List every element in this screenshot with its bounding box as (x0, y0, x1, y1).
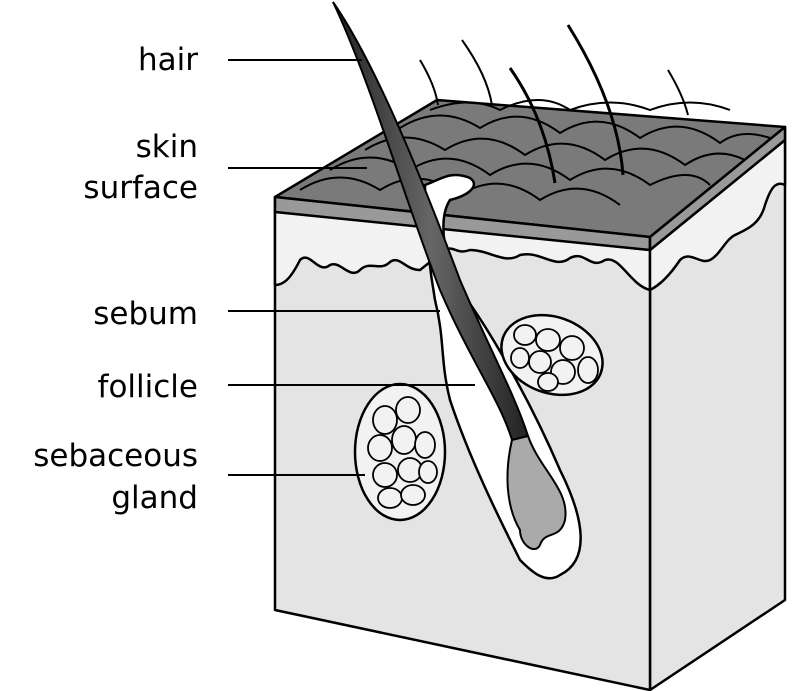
label-gland: gland (111, 480, 198, 516)
label-skin: skin (136, 129, 198, 165)
label-hair: hair (138, 42, 198, 78)
block-front-face (273, 195, 652, 691)
label-surface: surface (83, 170, 198, 206)
gland-cells (367, 324, 599, 509)
leader-lines (228, 59, 475, 476)
label-follicle: follicle (98, 369, 198, 405)
epidermis-right (648, 138, 787, 292)
skin-surface-edge-right (648, 125, 787, 252)
label-sebum: sebum (93, 296, 198, 332)
hair-bulb (506, 434, 567, 550)
surface-hairs (419, 24, 689, 184)
label-sebaceous: sebaceous (33, 438, 198, 474)
